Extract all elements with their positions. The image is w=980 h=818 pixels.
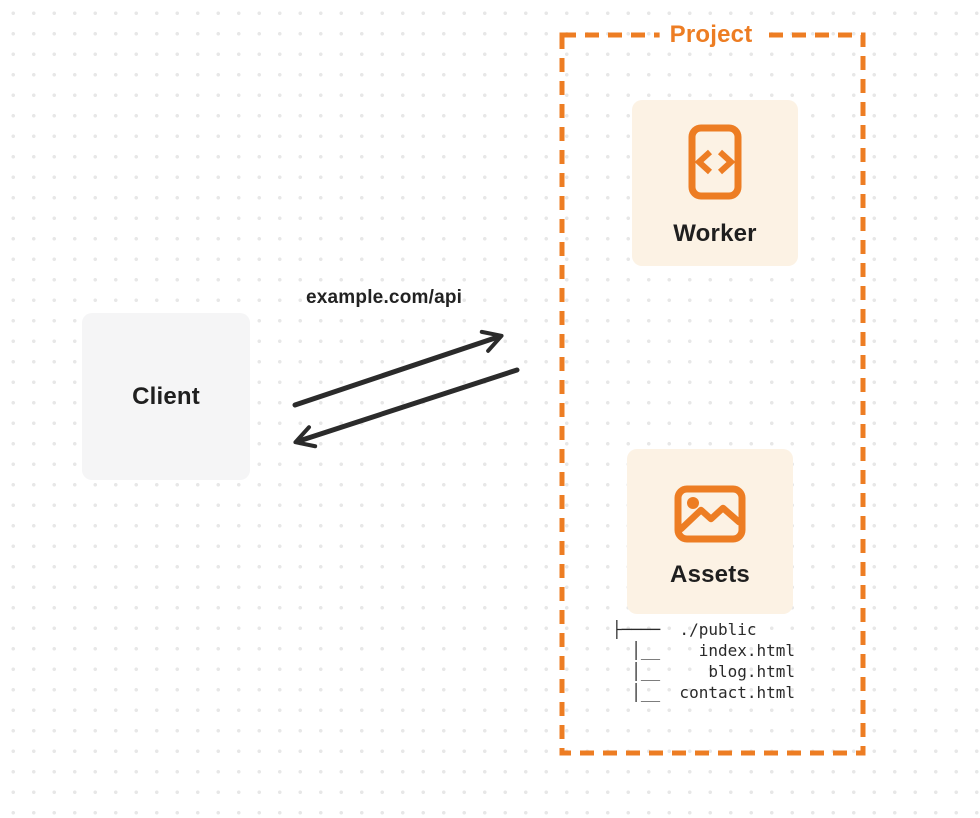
client-label: Client [132, 382, 200, 410]
assets-node: Assets [627, 449, 793, 614]
request-url-label: example.com/api [306, 287, 463, 308]
project-group-label: Project [659, 20, 763, 50]
request-response-arrows [292, 329, 520, 449]
response-arrow [293, 367, 520, 449]
client-node: Client [82, 313, 250, 480]
code-file-icon [688, 124, 742, 200]
image-icon [674, 485, 746, 543]
worker-node: Worker [632, 100, 798, 266]
assets-label: Assets [670, 561, 750, 588]
worker-label: Worker [673, 220, 757, 247]
public-folder-tree: ├──── ./public │__ index.html │__ blog.h… [612, 620, 796, 702]
request-arrow [292, 329, 504, 408]
